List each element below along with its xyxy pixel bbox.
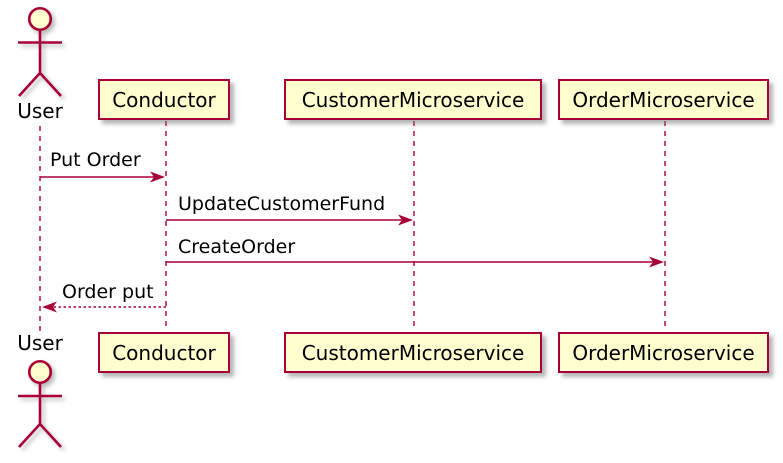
participant-ordermicroservice-bottom: OrderMicroservice (558, 332, 769, 373)
participant-customermicroservice-bottom: CustomerMicroservice (284, 332, 542, 373)
participant-conductor-bottom: Conductor (98, 332, 230, 373)
actor-label-user-top: User (17, 99, 63, 123)
participant-customermicroservice-top: CustomerMicroservice (284, 79, 542, 120)
message-label-put-order: Put Order (50, 149, 141, 171)
message-arrow-updatecustomerfund (166, 214, 413, 226)
participant-conductor-top: Conductor (98, 79, 230, 120)
actor-label-user-bottom: User (17, 331, 63, 355)
message-arrow-createorder (166, 256, 664, 268)
message-arrow-put-order (40, 171, 165, 183)
participant-ordermicroservice-top: OrderMicroservice (558, 79, 769, 120)
message-label-createorder: CreateOrder (178, 236, 296, 258)
actor-figure-user-top (18, 6, 62, 97)
message-arrow-order-put (42, 301, 166, 313)
actor-figure-user-bottom (18, 359, 62, 448)
message-label-updatecustomerfund: UpdateCustomerFund (178, 193, 386, 215)
message-label-order-put: Order put (62, 281, 154, 303)
